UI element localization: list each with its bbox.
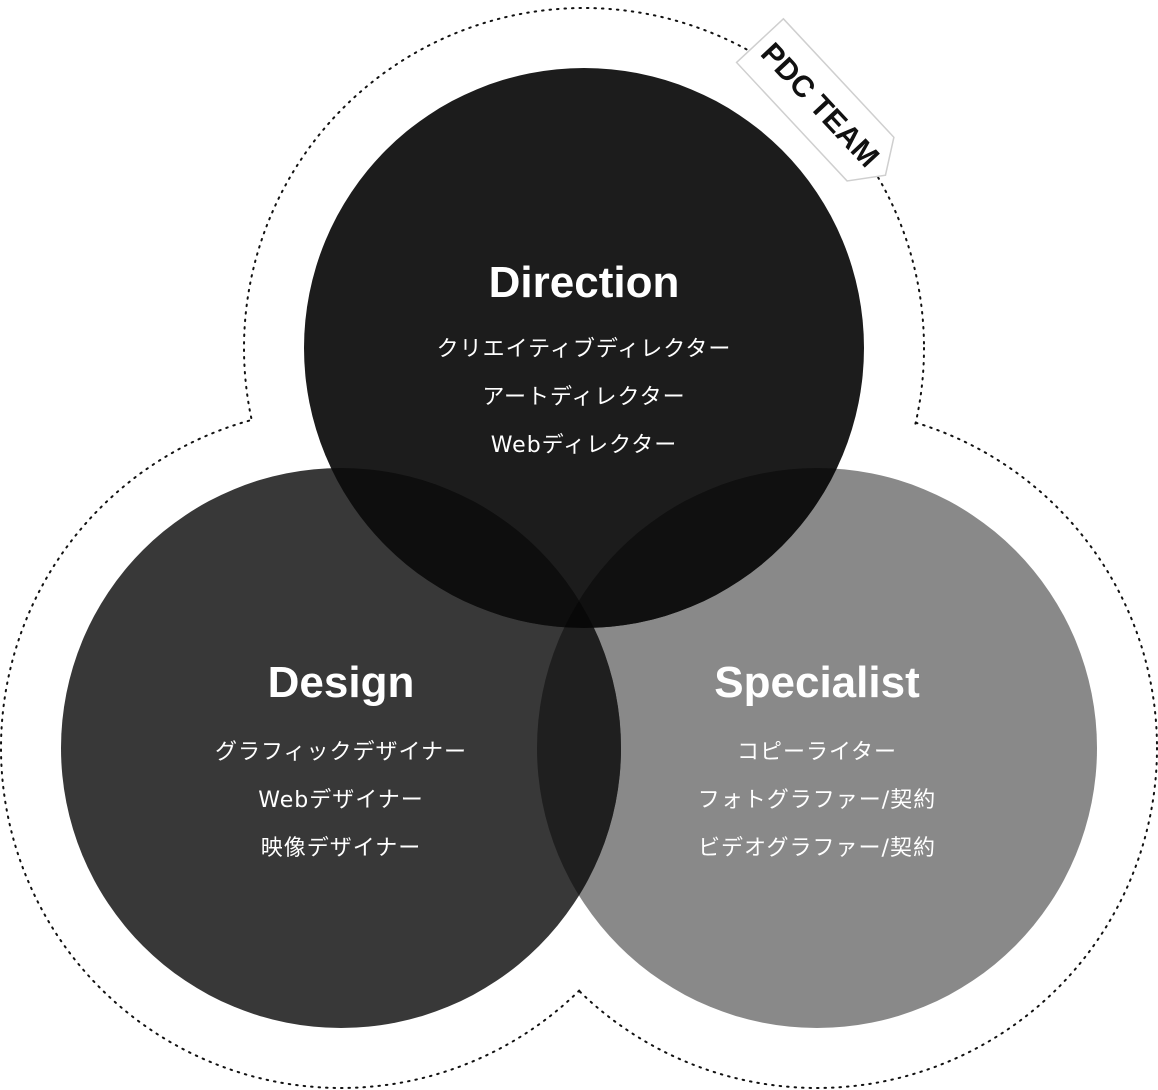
- direction-role: クリエイティブディレクター: [437, 337, 732, 362]
- direction-group: Direction クリエイティブディレクター アートディレクター Webディレ…: [437, 258, 732, 458]
- overlap-direction-specialist: [537, 468, 864, 628]
- design-role: 映像デザイナー: [261, 836, 422, 861]
- direction-role: Webディレクター: [491, 433, 678, 458]
- specialist-group: Specialist コピーライター フォトグラファー/契約 ビデオグラファー/…: [698, 658, 936, 861]
- design-group: Design グラフィックデザイナー Webデザイナー 映像デザイナー: [215, 658, 467, 861]
- specialist-role: コピーライター: [737, 740, 897, 765]
- design-role: Webデザイナー: [258, 788, 424, 813]
- specialist-role: ビデオグラファー/契約: [698, 836, 936, 861]
- design-title: Design: [268, 658, 415, 707]
- overlap-direction-design: [304, 468, 621, 628]
- direction-role: アートディレクター: [482, 385, 685, 410]
- specialist-title: Specialist: [714, 658, 920, 707]
- direction-title: Direction: [489, 258, 680, 307]
- specialist-role: フォトグラファー/契約: [698, 788, 936, 813]
- design-role: グラフィックデザイナー: [215, 740, 467, 765]
